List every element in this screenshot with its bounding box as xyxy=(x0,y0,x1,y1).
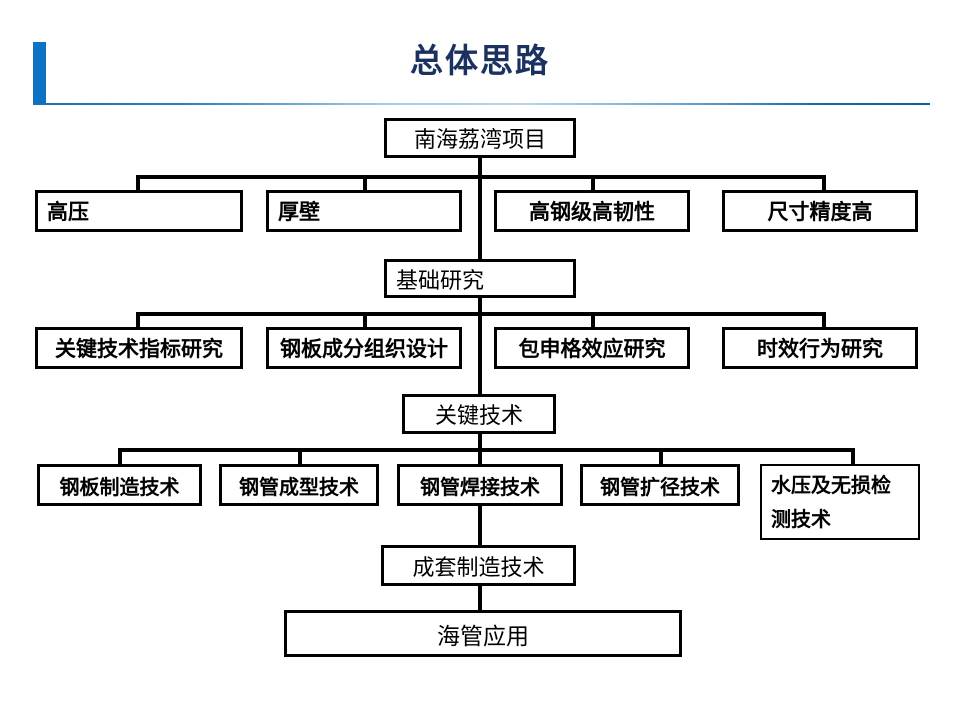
connector-drop-n7 xyxy=(363,312,367,329)
node-pipe-welding-tech[interactable]: 钢管焊接技术 xyxy=(397,464,563,506)
node-label: 厚壁 xyxy=(278,200,320,224)
title-accent-bar xyxy=(33,42,46,105)
connector-basic-down xyxy=(478,296,482,314)
node-key-technology[interactable]: 关键技术 xyxy=(402,394,556,434)
connector-keytech-down xyxy=(478,432,482,450)
node-bauschinger-effect-research[interactable]: 包申格效应研究 xyxy=(494,327,690,369)
node-hydrotest-ndt-tech[interactable]: 水压及无损检 测技术 xyxy=(760,464,920,540)
node-nanhai-liwan-project[interactable]: 南海荔湾项目 xyxy=(384,118,576,158)
node-label: 钢管焊接技术 xyxy=(420,474,540,499)
node-label: 钢管扩径技术 xyxy=(600,474,720,499)
connector-drop-n14 xyxy=(659,448,663,465)
node-label: 包申格效应研究 xyxy=(518,337,666,361)
connector-drop-n15 xyxy=(851,448,855,465)
node-label: 南海荔湾项目 xyxy=(413,128,546,153)
connector-welding-down xyxy=(478,504,482,545)
connector-drop-n11 xyxy=(118,448,122,465)
connector-drop-n3 xyxy=(591,175,595,192)
connector-drop-n4 xyxy=(822,175,826,192)
node-pipe-expansion-tech[interactable]: 钢管扩径技术 xyxy=(580,464,740,506)
connector-drop-n1 xyxy=(136,175,140,192)
node-complete-manufacturing-tech[interactable]: 成套制造技术 xyxy=(381,545,576,586)
node-label: 海管应用 xyxy=(437,623,529,650)
node-high-grade-high-toughness[interactable]: 高钢级高韧性 xyxy=(494,190,690,232)
node-label: 钢管成型技术 xyxy=(239,474,359,499)
node-label: 钢板制造技术 xyxy=(59,474,180,499)
title-divider-rule xyxy=(33,103,930,105)
connector-basic-spine xyxy=(478,312,482,394)
node-high-pressure[interactable]: 高压 xyxy=(35,190,243,232)
node-key-tech-index-research[interactable]: 关键技术指标研究 xyxy=(35,327,243,369)
node-high-dimensional-accuracy[interactable]: 尺寸精度高 xyxy=(722,190,918,232)
node-plate-composition-design[interactable]: 钢板成分组织设计 xyxy=(266,327,462,369)
node-thick-wall[interactable]: 厚壁 xyxy=(266,190,462,232)
node-label: 高钢级高韧性 xyxy=(529,200,655,224)
node-label: 高压 xyxy=(47,200,89,224)
node-label: 关键技术 xyxy=(434,404,523,429)
connector-drop-n8 xyxy=(591,312,595,329)
connector-drop-n9 xyxy=(822,312,826,329)
node-pipe-forming-tech[interactable]: 钢管成型技术 xyxy=(219,464,379,506)
node-label: 时效行为研究 xyxy=(757,337,883,361)
node-label: 水压及无损检 测技术 xyxy=(771,473,891,531)
connector-root-down xyxy=(478,155,482,177)
connector-root-spine xyxy=(478,175,482,259)
connector-drop-n2 xyxy=(363,175,367,192)
node-plate-manufacturing-tech[interactable]: 钢板制造技术 xyxy=(37,464,202,506)
node-label: 基础研究 xyxy=(396,268,485,294)
node-aging-behavior-research[interactable]: 时效行为研究 xyxy=(722,327,918,369)
node-label: 钢板成分组织设计 xyxy=(280,337,448,361)
node-subsea-pipeline-application[interactable]: 海管应用 xyxy=(284,610,682,657)
node-label: 尺寸精度高 xyxy=(767,200,873,224)
node-label: 成套制造技术 xyxy=(412,555,545,581)
node-label: 关键技术指标研究 xyxy=(55,337,223,361)
connector-bus-level5 xyxy=(118,448,855,452)
connector-drop-n13 xyxy=(478,448,482,465)
node-basic-research[interactable]: 基础研究 xyxy=(384,259,576,298)
connector-drop-n12 xyxy=(298,448,302,465)
page-title: 总体思路 xyxy=(410,41,550,80)
connector-assembly-down xyxy=(478,585,482,612)
connector-drop-n6 xyxy=(136,312,140,329)
